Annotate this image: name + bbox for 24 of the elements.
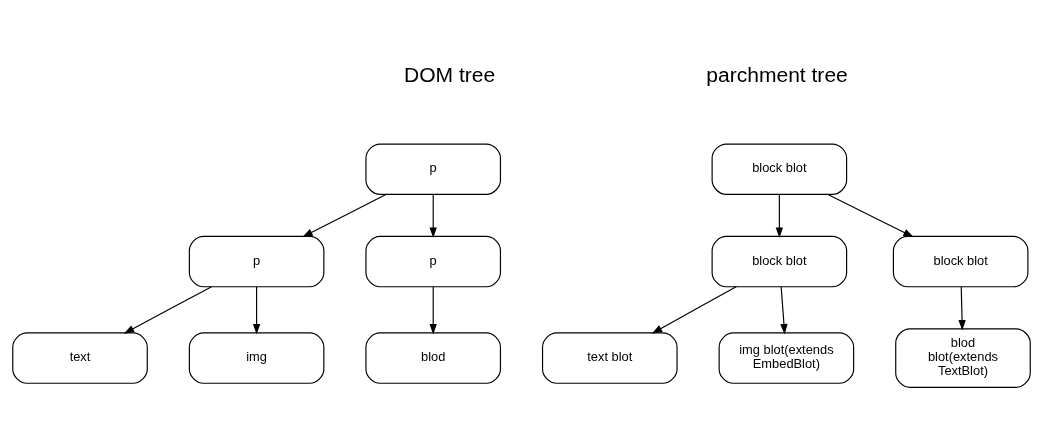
arrow: [123, 286, 213, 334]
arrow: [252, 286, 261, 335]
node-box: img: [188, 332, 325, 384]
node-box: p: [365, 235, 502, 288]
node-box: img blot(extends EmbedBlot): [718, 332, 855, 384]
node-box: text: [12, 332, 148, 384]
arrow: [429, 286, 437, 335]
node-box: p: [188, 235, 325, 288]
node-box: text blot: [541, 332, 678, 384]
arrow: [651, 286, 737, 334]
node-box: blod: [365, 332, 502, 384]
node-box: block blot: [892, 235, 1029, 288]
label: parchment tree: [706, 62, 848, 86]
node-box: block blot: [711, 143, 848, 195]
arrow: [429, 193, 437, 238]
arrow: [302, 193, 387, 238]
node-box: p: [365, 143, 502, 195]
arrow: [780, 286, 788, 335]
arrow: [775, 193, 784, 238]
label: DOM tree: [403, 62, 496, 86]
arrow: [958, 286, 966, 331]
node-box: blod blot(extends TextBlot): [895, 328, 1031, 388]
node-box: block blot: [711, 235, 848, 288]
arrow: [827, 193, 914, 238]
